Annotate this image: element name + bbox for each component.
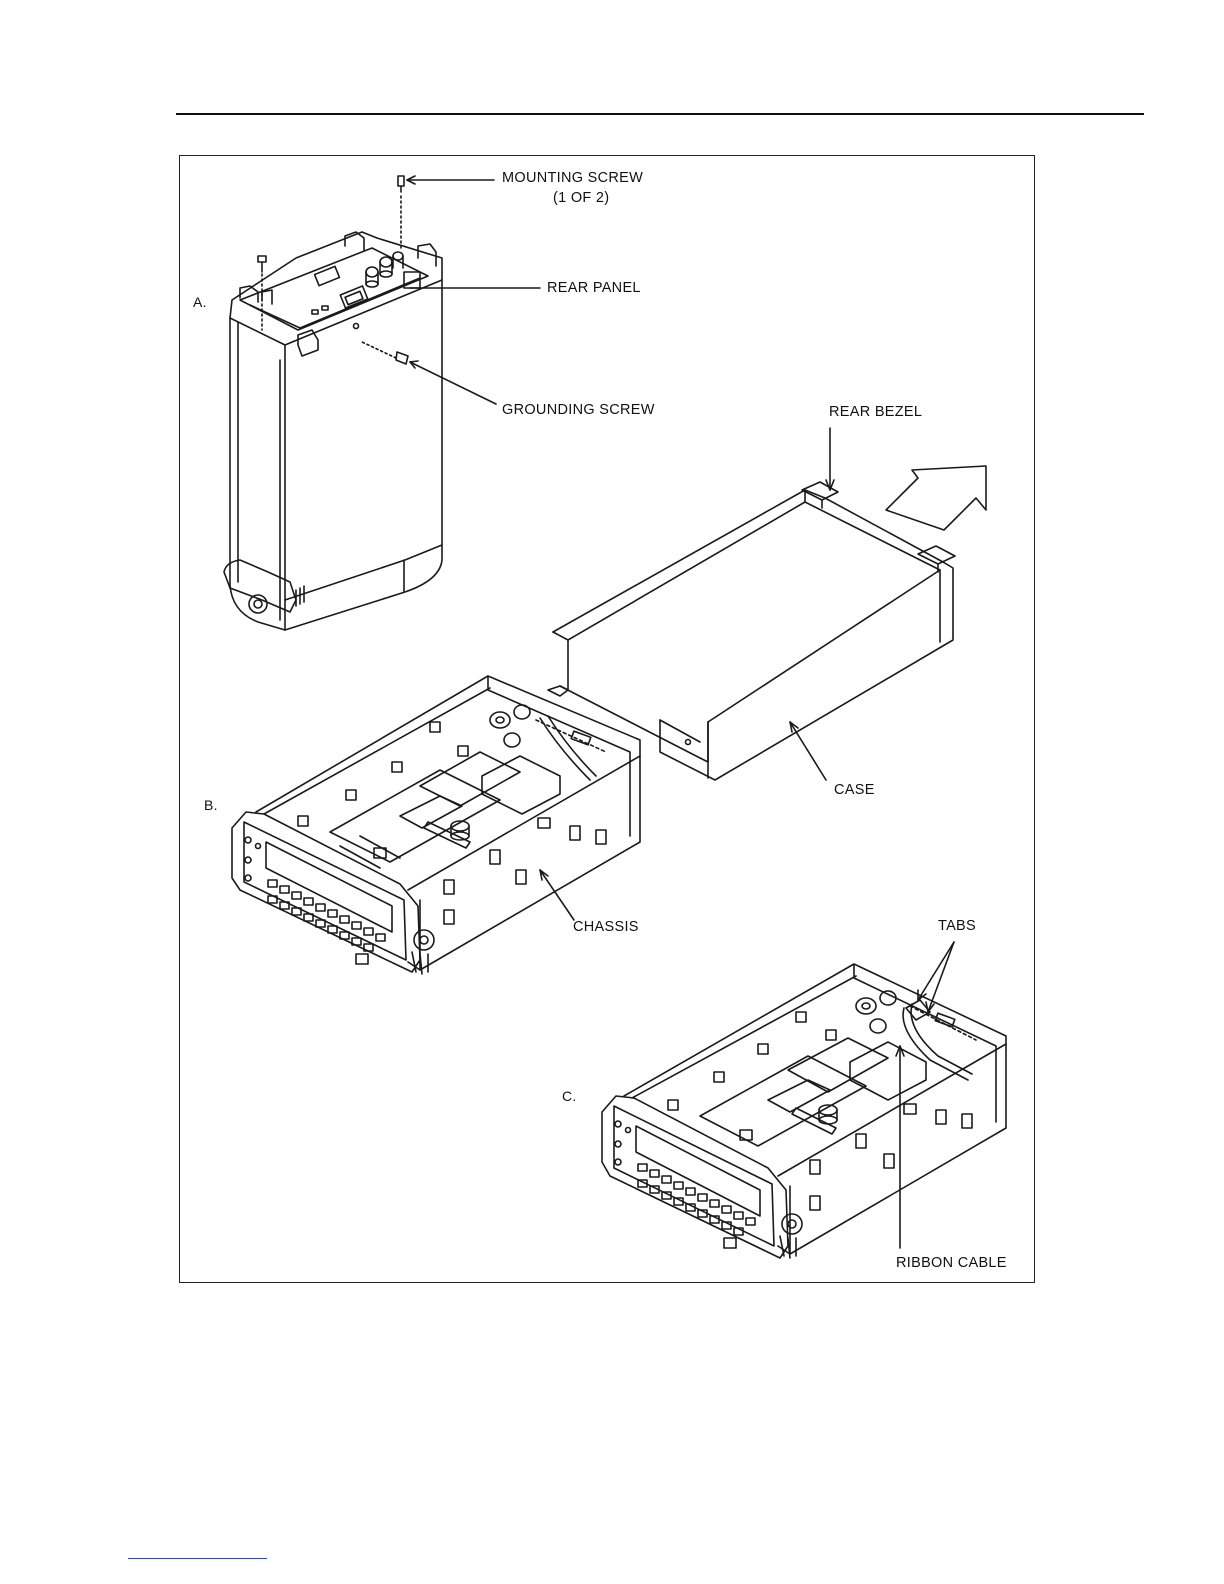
direction-arrow-icon (886, 466, 986, 530)
case-leader (790, 722, 826, 780)
chassis-c (602, 964, 1006, 1258)
label-rear-bezel: REAR BEZEL (829, 404, 922, 420)
label-tabs: TABS (938, 918, 976, 934)
front-panel-keys-c (638, 1164, 755, 1235)
label-grounding-screw: GROUNDING SCREW (502, 402, 655, 418)
view-label-a: A. (193, 294, 207, 310)
footer-link-rule (128, 1558, 267, 1559)
label-ribbon-cable: RIBBON CABLE (896, 1255, 1007, 1271)
view-label-c: C. (562, 1088, 577, 1104)
leader-lines-a (407, 176, 540, 404)
label-mounting-screw: MOUNTING SCREW (502, 170, 643, 186)
label-mounting-screw-count: (1 OF 2) (553, 190, 609, 206)
label-chassis: CHASSIS (573, 919, 639, 935)
label-rear-panel: REAR PANEL (547, 280, 641, 296)
chassis-leader (540, 870, 574, 920)
instrument-upright (224, 176, 442, 630)
case-shell (548, 482, 955, 780)
front-panel-keys-b (268, 880, 385, 951)
label-case: CASE (834, 782, 875, 798)
view-label-b: B. (204, 797, 218, 813)
